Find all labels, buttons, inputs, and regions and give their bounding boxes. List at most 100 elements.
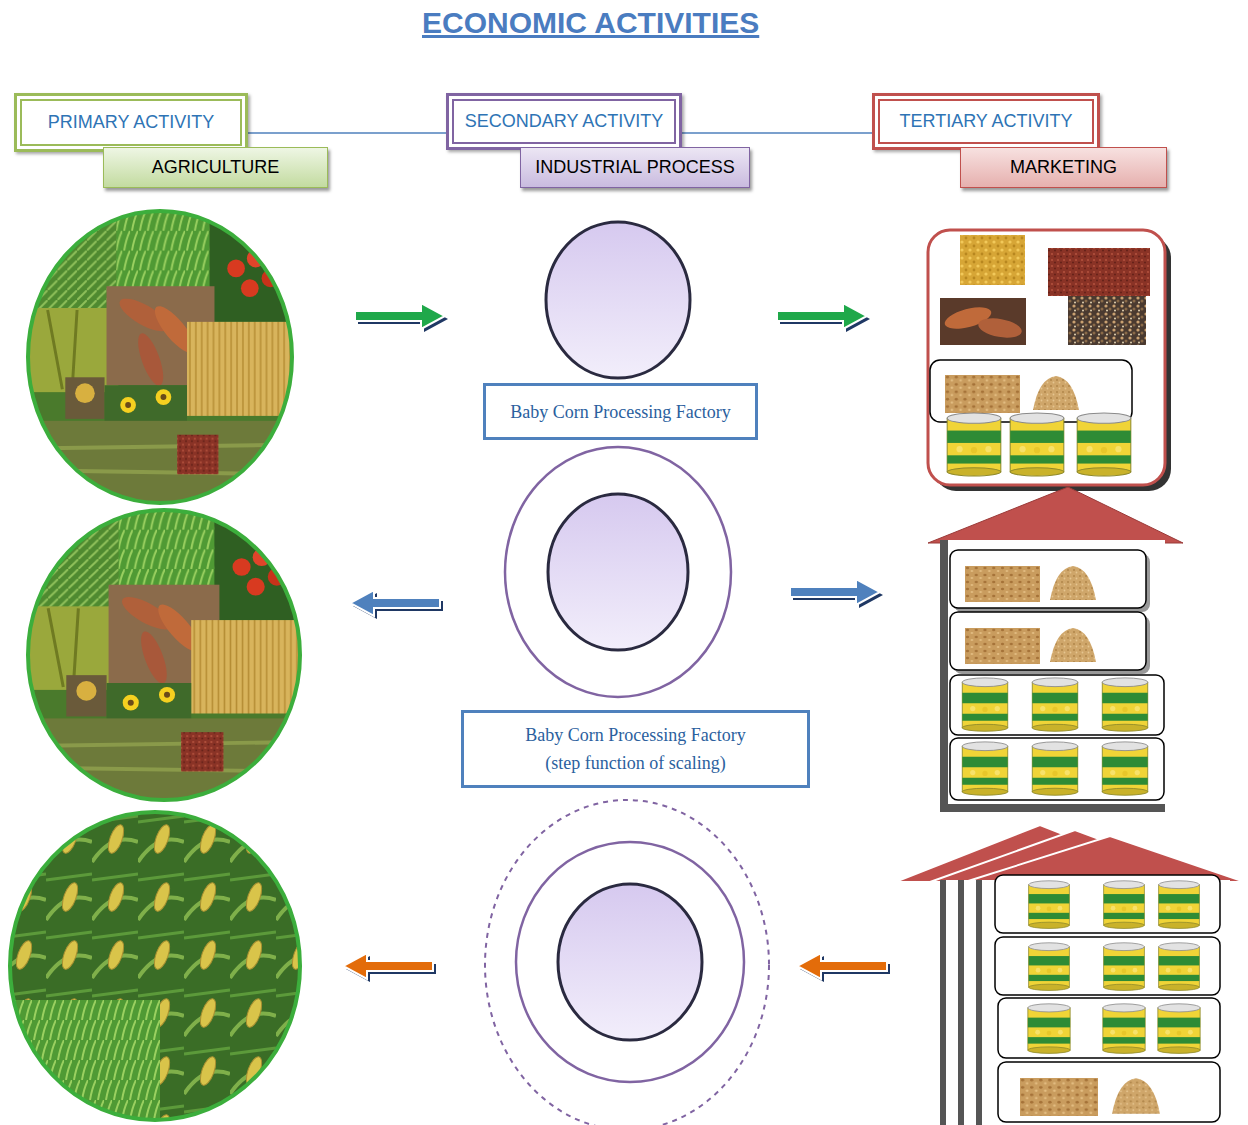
diagram-title: ECONOMIC ACTIVITIES — [422, 6, 759, 40]
market-store-part — [1032, 742, 1078, 795]
factory-label-box: Baby Corn Processing Factory (step funct… — [461, 710, 810, 788]
market-stall-part — [940, 298, 1026, 345]
market-chain-part — [1029, 943, 1070, 991]
market-stall-part — [977, 315, 1023, 340]
flow-arrow-part — [790, 579, 883, 608]
flow-arrow-part-part — [797, 953, 887, 979]
factory-label-box: Baby Corn Processing Factory — [483, 383, 758, 440]
activity-header: SECONDARY ACTIVITY — [446, 93, 682, 150]
factory-circle-part — [485, 800, 769, 1125]
agriculture-picture — [10, 211, 300, 1122]
flow-arrow-part-part — [790, 579, 880, 605]
agriculture-picture-part-part — [10, 1000, 160, 1122]
activity-tab: INDUSTRIAL PROCESS — [520, 147, 750, 188]
market-store-part — [950, 612, 1146, 670]
market-chain — [895, 825, 1245, 1125]
market-chain-part — [998, 998, 1220, 1058]
activity-header: PRIMARY ACTIVITY — [14, 93, 248, 152]
market-stall-part — [1048, 248, 1150, 296]
market-store-part — [965, 628, 1040, 664]
agriculture-picture-part-part — [10, 812, 300, 1122]
connector-line — [682, 132, 872, 134]
agriculture-picture-part — [28, 211, 293, 503]
node-text: TERTIARY ACTIVITY — [899, 111, 1072, 132]
market-chain-part — [995, 937, 1220, 995]
market-stall-part — [928, 230, 1165, 485]
market-store-part — [950, 675, 1164, 735]
node-text: AGRICULTURE — [152, 157, 280, 178]
market-chain-part — [1159, 881, 1200, 929]
flow-arrow — [343, 303, 890, 982]
market-stall-part — [960, 235, 1025, 285]
market-store-part — [948, 540, 1165, 804]
market-chain-part — [1104, 943, 1145, 991]
factory-circle-part — [505, 447, 731, 697]
factory-circle-part — [546, 222, 690, 378]
node-text: PRIMARY ACTIVITY — [48, 112, 214, 133]
node-text: Baby Corn Processing Factory — [510, 398, 730, 426]
market-chain-part — [958, 880, 964, 1125]
market-chain-part — [1020, 1078, 1098, 1116]
market-store-part — [928, 487, 1183, 543]
market-store — [928, 487, 1183, 812]
market-stall — [928, 230, 1171, 491]
market-store-part — [950, 738, 1164, 800]
market-store-part — [1032, 678, 1078, 731]
market-stall-part — [945, 375, 1020, 413]
flow-arrow-part-part — [355, 303, 445, 329]
factory-circle — [485, 222, 769, 1125]
node-text: MARKETING — [1010, 157, 1117, 178]
market-stall-part — [1077, 413, 1131, 476]
agriculture-picture-part-part — [28, 510, 300, 800]
node-text: SECONDARY ACTIVITY — [465, 111, 663, 132]
flow-arrow-part — [343, 953, 436, 982]
node-text: Baby Corn Processing Factory (step funct… — [513, 721, 758, 777]
market-stall-part — [1010, 413, 1064, 476]
market-store-part — [965, 566, 1040, 602]
market-stall-part — [1068, 296, 1146, 345]
market-store-part — [1050, 628, 1096, 662]
agriculture-picture-part — [28, 510, 300, 800]
market-chain-part — [940, 880, 946, 1125]
market-chain-part — [1158, 1004, 1200, 1054]
factory-circle-part — [548, 494, 688, 650]
market-store-part — [962, 742, 1008, 795]
market-chain-part — [1112, 1078, 1160, 1113]
flow-arrow-part-part — [343, 953, 433, 979]
market-store-part — [1050, 566, 1096, 600]
market-store-part — [1102, 742, 1148, 795]
flow-arrow-part — [355, 303, 448, 332]
market-store-part — [962, 678, 1008, 731]
activity-tab: AGRICULTURE — [103, 147, 328, 188]
node-text: INDUSTRIAL PROCESS — [535, 157, 734, 178]
factory-circle-part — [516, 842, 744, 1082]
activity-header: TERTIARY ACTIVITY — [872, 93, 1100, 150]
agriculture-picture-part — [10, 812, 300, 1122]
flow-arrow-part-part — [350, 590, 440, 616]
activity-tab: MARKETING — [960, 147, 1167, 188]
market-chain-part — [1159, 943, 1200, 991]
market-chain-part — [1028, 1004, 1070, 1054]
market-store-part — [940, 540, 1165, 812]
connector-line — [248, 132, 446, 134]
market-chain-part — [998, 1062, 1220, 1122]
market-chain-part — [995, 875, 1220, 933]
agriculture-picture-part — [10, 812, 300, 1120]
agriculture-picture-part — [28, 211, 292, 503]
flow-arrow-part — [777, 303, 870, 332]
agriculture-picture-part — [28, 510, 300, 800]
market-store-part — [950, 550, 1146, 608]
market-store-part — [1102, 678, 1148, 731]
flow-arrow-part-part — [777, 303, 867, 329]
market-stall-part — [1033, 376, 1079, 410]
market-chain-part — [1103, 1004, 1145, 1054]
flow-arrow-part — [350, 590, 443, 619]
market-chain-part — [976, 880, 982, 1125]
market-chain-part — [1029, 881, 1070, 929]
agriculture-picture-part-part — [28, 211, 293, 503]
factory-circle-part — [558, 884, 702, 1040]
market-stall-part — [947, 413, 1001, 476]
market-chain-part — [1104, 881, 1145, 929]
flow-arrow-part — [797, 953, 890, 982]
